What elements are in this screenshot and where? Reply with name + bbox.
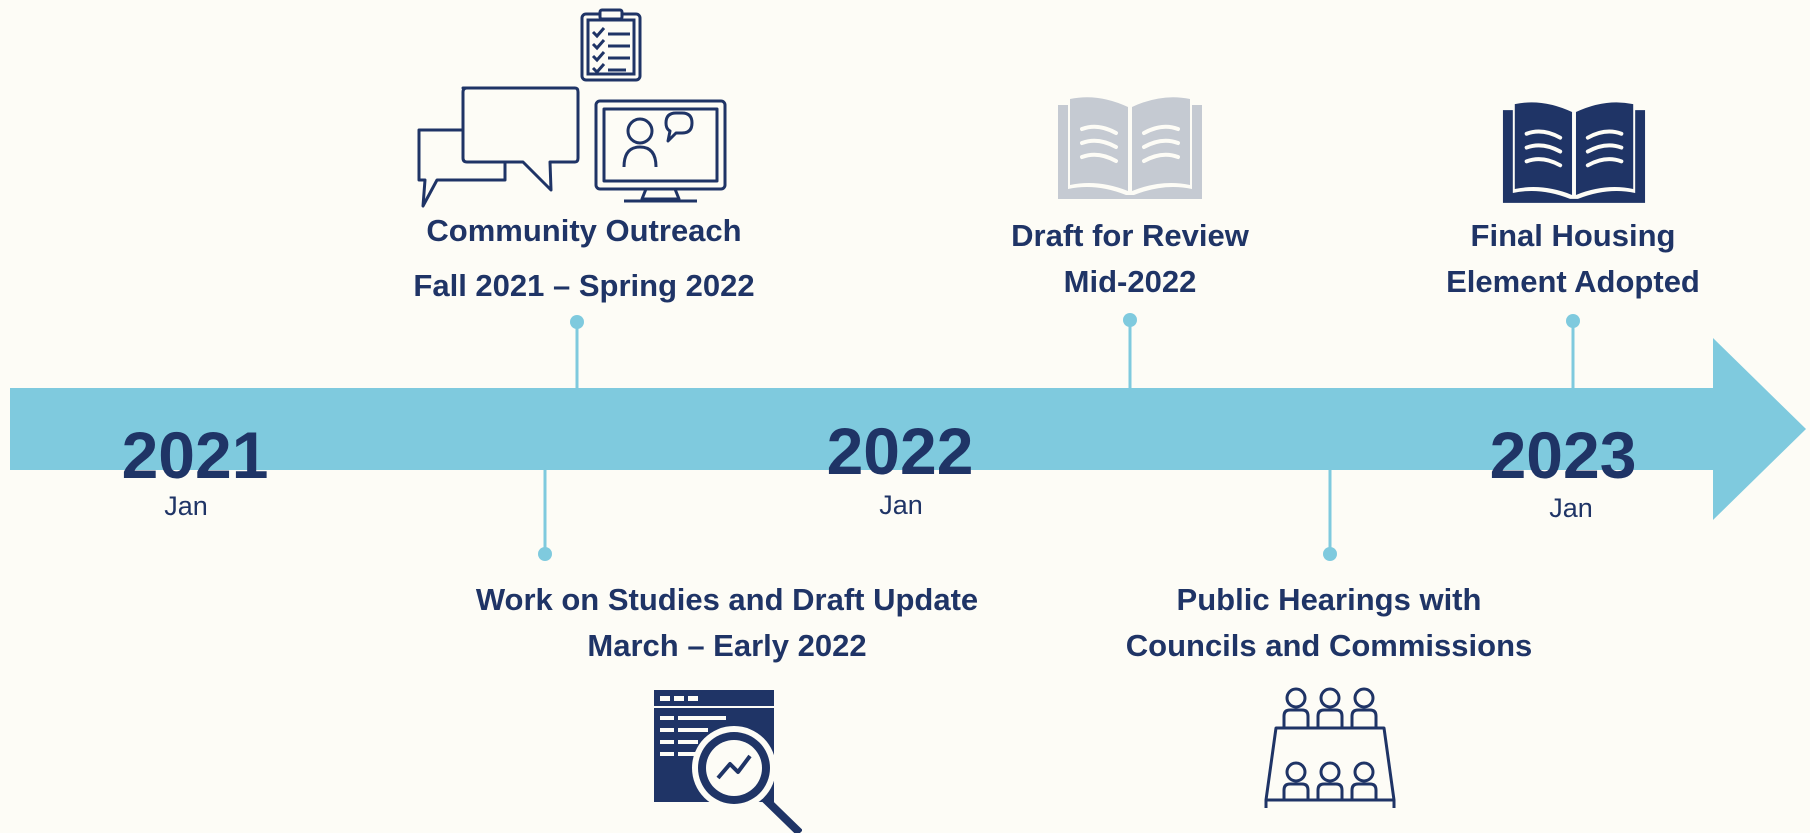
- milestone-date: Element Adopted: [1446, 264, 1700, 299]
- milestone-studies: Work on Studies and Draft Update March –…: [476, 577, 978, 669]
- milestone-title: Work on Studies and Draft Update: [475, 582, 979, 617]
- open-book-icon-final: [1502, 102, 1646, 203]
- meeting-table-icon: [1264, 687, 1396, 808]
- connector-dot-studies: [538, 547, 552, 561]
- chat-bubbles-icon: [417, 86, 580, 208]
- milestone-date: Councils and Commissions: [1125, 628, 1533, 663]
- analysis-magnifier-icon: [654, 690, 802, 833]
- milestone-title: Draft for Review: [1011, 218, 1249, 253]
- connector-dot-public-hearings: [1323, 547, 1337, 561]
- milestone-community-outreach: Community Outreach Fall 2021 – Spring 20…: [413, 208, 754, 309]
- year-2023: 2023: [1489, 418, 1637, 492]
- milestone-date: Fall 2021 – Spring 2022: [413, 268, 755, 303]
- milestone-public-hearings: Public Hearings with Councils and Commis…: [1126, 577, 1533, 669]
- year-2021: 2021: [121, 418, 269, 492]
- connector-dot-draft-review: [1123, 313, 1137, 327]
- milestone-title: Final Housing: [1470, 218, 1676, 253]
- month-2021: Jan: [164, 491, 208, 521]
- connector-dot-final-adopted: [1566, 314, 1580, 328]
- month-2022: Jan: [879, 490, 923, 520]
- milestone-title: Public Hearings with: [1176, 582, 1482, 617]
- clipboard-icon: [580, 8, 642, 82]
- open-book-icon-draft: [1058, 97, 1202, 199]
- milestone-final-adopted: Final Housing Element Adopted: [1446, 213, 1700, 305]
- milestone-title: Community Outreach: [426, 213, 742, 248]
- milestone-date: March – Early 2022: [587, 628, 867, 663]
- milestone-draft-review: Draft for Review Mid-2022: [1011, 213, 1249, 305]
- year-2022: 2022: [826, 414, 974, 488]
- month-2023: Jan: [1549, 493, 1593, 523]
- timeline-bar: [10, 388, 1715, 470]
- milestone-date: Mid-2022: [1063, 264, 1197, 299]
- video-call-icon: [594, 99, 727, 203]
- connector-dot-community-outreach: [570, 315, 584, 329]
- timeline-arrowhead: [1713, 338, 1806, 520]
